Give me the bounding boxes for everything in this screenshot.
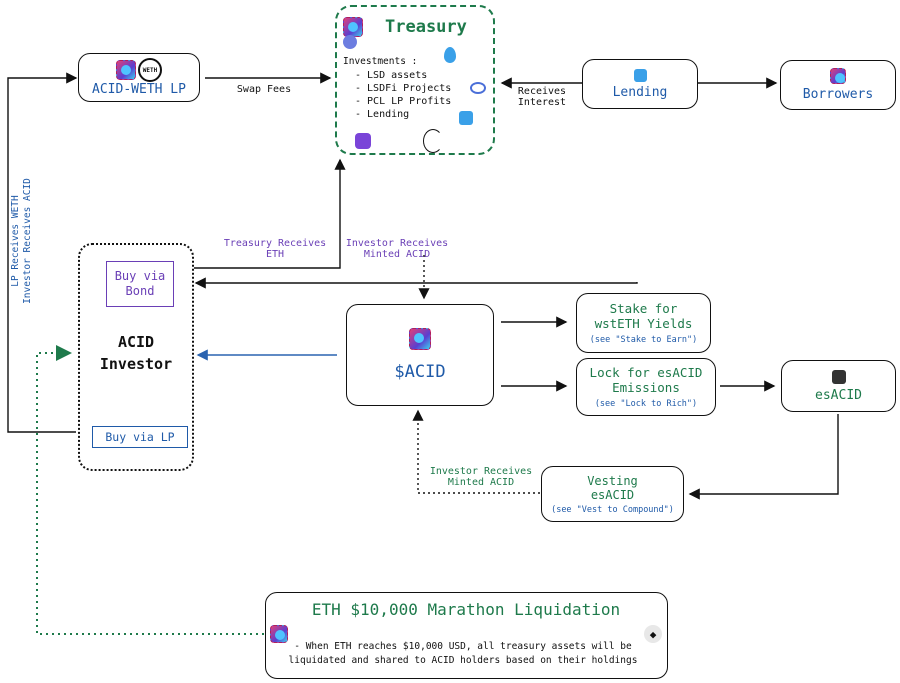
lido-icon	[459, 111, 473, 125]
buy-via-bond-box: Buy via Bond	[106, 261, 174, 307]
receives-interest-line: Interest	[517, 97, 567, 108]
acid-investor-node: Buy via Bond ACID Investor Buy via LP	[78, 243, 194, 471]
swap-fees-label: Swap Fees	[236, 84, 292, 95]
acid-weth-lp-label: ACID-WETH LP	[92, 82, 186, 97]
stack-icon	[355, 133, 371, 149]
esacid-label: esACID	[815, 387, 862, 403]
acid-weth-lp-node: WETH ACID-WETH LP	[78, 53, 200, 102]
marathon-node: ETH $10,000 Marathon Liquidation ◆ - Whe…	[265, 592, 668, 679]
marathon-body-line: liquidated and shared to ACID holders ba…	[288, 655, 638, 666]
vesting-note: (see "Vest to Compound")	[551, 504, 674, 515]
stake-line: wstETH Yields	[594, 316, 693, 331]
investment-item: - PCL LP Profits	[355, 96, 452, 107]
lock-note: (see "Lock to Rich")	[594, 399, 698, 409]
acid-logo-icon	[830, 68, 846, 84]
arrow-bond-to-investor	[194, 277, 638, 289]
stake-line: Stake for	[609, 301, 678, 316]
investments-heading: Investments :	[343, 56, 418, 67]
eth-logo-icon	[343, 35, 357, 49]
lending-node: Lending	[582, 59, 698, 109]
acid-logo-icon	[409, 328, 431, 350]
lp-receives-line: LP Receives WETH	[10, 195, 21, 287]
vesting-node: Vesting esACID (see "Vest to Compound")	[541, 466, 684, 522]
investment-item: - LSDFi Projects	[355, 83, 452, 94]
lido-icon	[633, 68, 647, 82]
arrow-marathon-to-investor	[36, 345, 264, 635]
lock-line: Emissions	[612, 380, 680, 395]
treasury-node: Treasury Investments : - LSD assets - LS…	[335, 5, 495, 155]
acid-logo-icon	[116, 60, 136, 80]
treasury-receives-label: Treasury Receives ETH	[222, 238, 328, 260]
acid-logo-icon	[343, 17, 363, 37]
lp-receives-line: Investor Receives ACID	[22, 178, 33, 304]
treasury-receives-line: ETH	[265, 249, 285, 260]
investor-receives-top-label: Investor Receives Minted ACID	[344, 238, 450, 260]
lock-node: Lock for esACID Emissions (see "Lock to …	[576, 358, 716, 416]
investor-title-line: Investor	[99, 355, 173, 373]
investor-receives-line: Minted ACID	[363, 249, 431, 260]
treasury-receives-line: Treasury Receives	[223, 238, 327, 249]
marathon-body-line: - When ETH reaches $10,000 USD, all trea…	[294, 641, 632, 652]
lock-line: Lock for esACID	[589, 365, 703, 380]
vesting-line: Vesting	[587, 473, 638, 488]
marathon-title: ETH $10,000 Marathon Liquidation	[311, 600, 621, 619]
esacid-logo-icon	[831, 369, 846, 384]
buy-bond-line: Buy via	[114, 269, 166, 283]
investment-item: - Lending	[355, 109, 410, 120]
investor-receives-line: Minted ACID	[447, 477, 515, 488]
investor-receives-line: Investor Receives	[429, 466, 533, 477]
arrow-vesting-to-acid	[412, 409, 540, 494]
acid-investor-title: ACID Investor	[80, 331, 192, 375]
gauge-icon	[423, 129, 443, 153]
drop-icon	[444, 47, 456, 63]
investor-receives-bottom-label: Investor Receives Minted ACID	[428, 466, 534, 488]
esacid-node: esACID	[781, 360, 896, 412]
lp-receives-label: LP Receives WETH Investor Receives ACID	[10, 166, 36, 316]
receives-interest-label: Receives Interest	[512, 86, 572, 108]
investor-receives-line: Investor Receives	[345, 238, 449, 249]
borrowers-node: Borrowers	[780, 60, 896, 110]
arrow-esacid-to-vesting	[688, 414, 839, 500]
eth-logo-icon: ◆	[644, 625, 662, 643]
stake-node: Stake for wstETH Yields (see "Stake to E…	[576, 293, 711, 353]
lending-label: Lending	[612, 84, 668, 100]
stake-note: (see "Stake to Earn")	[589, 335, 698, 345]
buy-via-lp-box: Buy via LP	[92, 426, 188, 448]
investment-item: - LSD assets	[355, 70, 428, 81]
acid-token-label: $ACID	[394, 362, 446, 382]
eye-icon	[470, 82, 486, 94]
arrow-investor-to-treasury	[192, 158, 346, 269]
buy-bond-line: Bond	[125, 284, 155, 298]
arrow-investor-to-lp	[7, 72, 78, 433]
vesting-line: esACID	[590, 487, 635, 502]
weth-badge: WETH	[138, 58, 162, 82]
treasury-title: Treasury	[385, 17, 467, 37]
receives-interest-line: Receives	[517, 86, 567, 97]
borrowers-label: Borrowers	[802, 87, 874, 102]
acid-token-node: $ACID	[346, 304, 494, 406]
investor-title-line: ACID	[117, 333, 155, 351]
acid-logo-icon	[270, 625, 288, 643]
